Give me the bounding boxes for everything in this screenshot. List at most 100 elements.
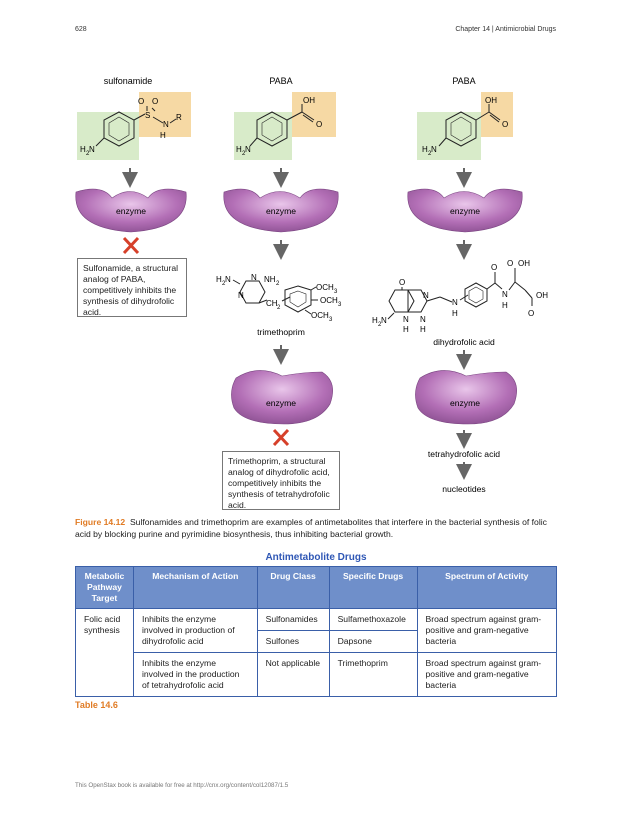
header-specific-drugs: Specific Drugs bbox=[328, 566, 418, 609]
enzyme-2 bbox=[223, 188, 339, 233]
svg-text:S: S bbox=[145, 111, 150, 120]
footer-text: This OpenStax book is available for free… bbox=[75, 782, 289, 789]
svg-text:O: O bbox=[152, 97, 158, 106]
svg-text:2: 2 bbox=[222, 281, 226, 287]
table-label: Table 14.6 bbox=[75, 700, 118, 710]
svg-text:2: 2 bbox=[86, 151, 90, 157]
class-cell: Sulfones bbox=[256, 630, 330, 653]
figure-caption: Figure 14.12 Sulfonamides and trimethopr… bbox=[75, 517, 557, 540]
header-spectrum: Spectrum of Activity bbox=[416, 566, 558, 609]
svg-text:OH: OH bbox=[536, 291, 548, 300]
svg-text:enzyme: enzyme bbox=[116, 206, 146, 216]
svg-text:2: 2 bbox=[242, 151, 246, 157]
svg-text:H: H bbox=[502, 301, 508, 310]
table-header-row: Metabolic Pathway Target Mechanism of Ac… bbox=[75, 566, 558, 609]
svg-text:N: N bbox=[238, 291, 244, 300]
col3-title: PABA bbox=[452, 76, 475, 86]
svg-text:2: 2 bbox=[277, 305, 281, 311]
svg-text:R: R bbox=[176, 113, 182, 122]
trimethoprim-note: Trimethoprim, a structural analog of dih… bbox=[222, 451, 340, 510]
svg-text:H: H bbox=[420, 325, 426, 334]
table-row: Inhibits the enzyme involved in the prod… bbox=[76, 652, 558, 697]
enzyme-4 bbox=[231, 370, 333, 425]
svg-text:H: H bbox=[216, 275, 222, 284]
caption-text: Sulfonamides and trimethoprim are exampl… bbox=[75, 517, 547, 539]
svg-text:3: 3 bbox=[334, 289, 338, 295]
svg-text:N: N bbox=[251, 273, 257, 282]
svg-text:O: O bbox=[507, 259, 513, 268]
svg-text:OH: OH bbox=[303, 96, 315, 105]
figure-label: Figure 14.12 bbox=[75, 517, 126, 527]
svg-text:2: 2 bbox=[428, 151, 432, 157]
svg-text:2: 2 bbox=[276, 281, 280, 287]
svg-text:N: N bbox=[403, 315, 409, 324]
dihydrofolic-label: dihydrofolic acid bbox=[433, 337, 495, 347]
svg-text:N: N bbox=[225, 275, 231, 284]
drug-cell: Dapsone bbox=[328, 630, 418, 653]
inhibition-x-1 bbox=[122, 236, 140, 255]
mechanism-cell: Inhibits the enzyme involved in producti… bbox=[132, 608, 258, 653]
table-row: Folic acid synthesis Inhibits the enzyme… bbox=[75, 608, 558, 697]
svg-text:N: N bbox=[245, 145, 251, 154]
svg-text:OCH: OCH bbox=[320, 296, 338, 305]
table-row: Sulfones Dapsone bbox=[76, 630, 557, 653]
page-number: 628 bbox=[75, 26, 87, 33]
svg-text:H: H bbox=[80, 145, 86, 154]
enzyme-1 bbox=[75, 188, 187, 233]
chapter-header: Chapter 14 | Antimicrobial Drugs bbox=[455, 26, 556, 33]
header-mechanism: Mechanism of Action bbox=[132, 566, 258, 609]
svg-text:O: O bbox=[316, 120, 322, 129]
drug-cell: Trimethoprim bbox=[328, 652, 418, 697]
header-drug-class: Drug Class bbox=[256, 566, 330, 609]
svg-text:OCH: OCH bbox=[316, 283, 334, 292]
enzyme-5 bbox=[415, 370, 517, 425]
svg-text:H: H bbox=[372, 316, 378, 325]
spectrum-cell: Broad spectrum against gram-positive and… bbox=[416, 608, 558, 653]
svg-text:N: N bbox=[452, 298, 458, 307]
svg-text:O: O bbox=[138, 97, 144, 106]
svg-text:3: 3 bbox=[338, 302, 342, 308]
svg-text:O: O bbox=[491, 263, 497, 272]
table-title: Antimetabolite Drugs bbox=[265, 552, 367, 563]
header-pathway: Metabolic Pathway Target bbox=[75, 566, 134, 609]
svg-text:enzyme: enzyme bbox=[450, 206, 480, 216]
antimetabolite-table: Metabolic Pathway Target Mechanism of Ac… bbox=[75, 566, 558, 697]
svg-text:N: N bbox=[89, 145, 95, 154]
svg-text:H: H bbox=[160, 131, 166, 140]
svg-text:NH: NH bbox=[264, 275, 276, 284]
svg-text:N: N bbox=[431, 145, 437, 154]
svg-text:CH: CH bbox=[266, 299, 278, 308]
trimethoprim-label: trimethoprim bbox=[257, 327, 305, 337]
svg-text:N: N bbox=[423, 291, 429, 300]
spectrum-cell: Broad spectrum against gram-positive and… bbox=[416, 652, 558, 697]
svg-text:N: N bbox=[381, 316, 387, 325]
sulfonamide-note: Sulfonamide, a structural analog of PABA… bbox=[77, 258, 187, 317]
tetrahydrofolic-label: tetrahydrofolic acid bbox=[428, 449, 500, 459]
col2-title: PABA bbox=[269, 76, 292, 86]
svg-text:O: O bbox=[399, 278, 405, 287]
class-cell: Sulfonamides bbox=[256, 608, 330, 631]
svg-text:3: 3 bbox=[329, 317, 333, 323]
svg-text:enzyme: enzyme bbox=[266, 398, 296, 408]
svg-text:H: H bbox=[422, 145, 428, 154]
svg-text:H: H bbox=[236, 145, 242, 154]
svg-text:enzyme: enzyme bbox=[266, 206, 296, 216]
class-cell: Not applicable bbox=[256, 652, 330, 697]
svg-text:2: 2 bbox=[378, 322, 382, 328]
svg-text:OH: OH bbox=[518, 259, 530, 268]
svg-text:OH: OH bbox=[485, 96, 497, 105]
svg-text:OCH: OCH bbox=[311, 311, 329, 320]
enzyme-3 bbox=[407, 188, 523, 233]
svg-text:O: O bbox=[528, 309, 534, 318]
svg-text:O: O bbox=[502, 120, 508, 129]
pathway-cell: Folic acid synthesis bbox=[75, 608, 134, 697]
svg-text:enzyme: enzyme bbox=[450, 398, 480, 408]
svg-text:H: H bbox=[452, 309, 458, 318]
col1-title: sulfonamide bbox=[104, 76, 153, 86]
